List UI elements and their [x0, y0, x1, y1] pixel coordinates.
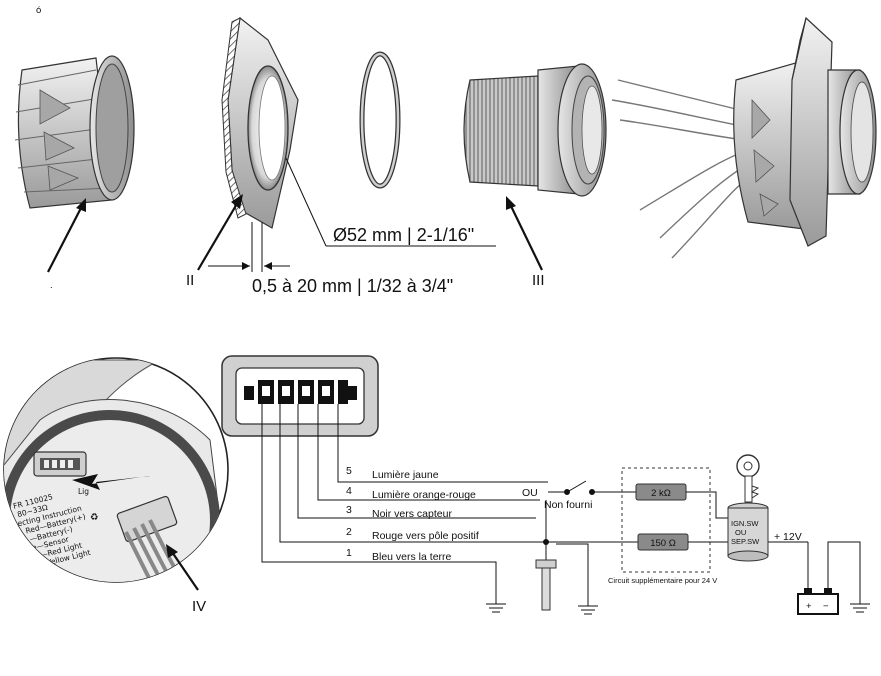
non-fourni-label: Non fourni: [544, 499, 592, 511]
nut-arrow: [47, 205, 83, 273]
svg-text:UP: UP: [45, 565, 57, 576]
battery: + −: [797, 541, 861, 615]
threaded-body: [463, 63, 607, 197]
svg-text:OU: OU: [735, 528, 746, 537]
connector-block: [221, 355, 379, 437]
diameter-leader: [285, 157, 327, 247]
diameter-label: Ø52 mm | 2-1/16": [333, 225, 474, 245]
sensor-probe: [535, 500, 589, 611]
wire-1-label: Bleu vers la terre: [372, 551, 452, 563]
svg-text:.: .: [50, 280, 53, 291]
washer: [221, 16, 299, 229]
resistor-150: 150 Ω: [637, 533, 689, 551]
inset-arrow: [171, 551, 199, 591]
label-iv: IV: [192, 598, 206, 615]
label-iii: III: [532, 272, 545, 289]
knurled-nut: [14, 55, 135, 209]
plus-12v-label: + 12V: [774, 531, 802, 543]
svg-text:SEP.SW: SEP.SW: [731, 537, 760, 546]
svg-text:2: 2: [346, 526, 352, 538]
svg-text:4: 4: [346, 485, 352, 497]
wire-5-label: Lumière jaune: [372, 469, 439, 481]
ignition-switch: IGN.SW OU SEP.SW: [727, 454, 769, 562]
thickness-label: 0,5 à 20 mm | 1/32 à 3/4": [252, 276, 453, 296]
assembled-gauge: [611, 16, 877, 259]
svg-text:3: 3: [346, 504, 352, 516]
washer-arrow: [197, 201, 239, 271]
svg-text:Lig: Lig: [78, 487, 89, 496]
svg-text:♻: ♻: [90, 512, 99, 523]
svg-text:5: 5: [346, 465, 352, 477]
resistor-2k: 2 kΩ: [635, 483, 687, 501]
connector-inset: FR 110025 80~33Ω ecting Instruction Red—…: [3, 357, 229, 583]
wire-3-label: Noir vers capteur: [372, 508, 452, 520]
svg-text:150 Ω: 150 Ω: [650, 538, 676, 549]
ground-symbols: [486, 603, 870, 615]
light-switch: [548, 480, 636, 495]
label-ii: II: [186, 272, 194, 289]
svg-text:IGN.SW: IGN.SW: [731, 519, 759, 528]
svg-text:2 kΩ: 2 kΩ: [651, 488, 671, 499]
wire-lines: [261, 404, 638, 604]
wire-2-label: Rouge vers pôle positif: [372, 530, 479, 542]
ou-label: OU: [522, 487, 538, 499]
wire-4-label: Lumière orange-rouge: [372, 489, 476, 501]
svg-text:+: +: [806, 601, 812, 612]
body-arrow: [509, 203, 543, 271]
wire-labels: 5 Lumière jaune 4 Lumière orange-rouge 3…: [346, 465, 479, 563]
circuit-note: Circuit supplémentaire pour 24 V: [608, 576, 717, 585]
svg-text:1: 1: [346, 547, 352, 559]
o-ring: [359, 51, 401, 189]
corner-marker: ó: [36, 5, 41, 16]
svg-text:−: −: [823, 601, 829, 612]
extra-circuit-box: [621, 467, 711, 573]
